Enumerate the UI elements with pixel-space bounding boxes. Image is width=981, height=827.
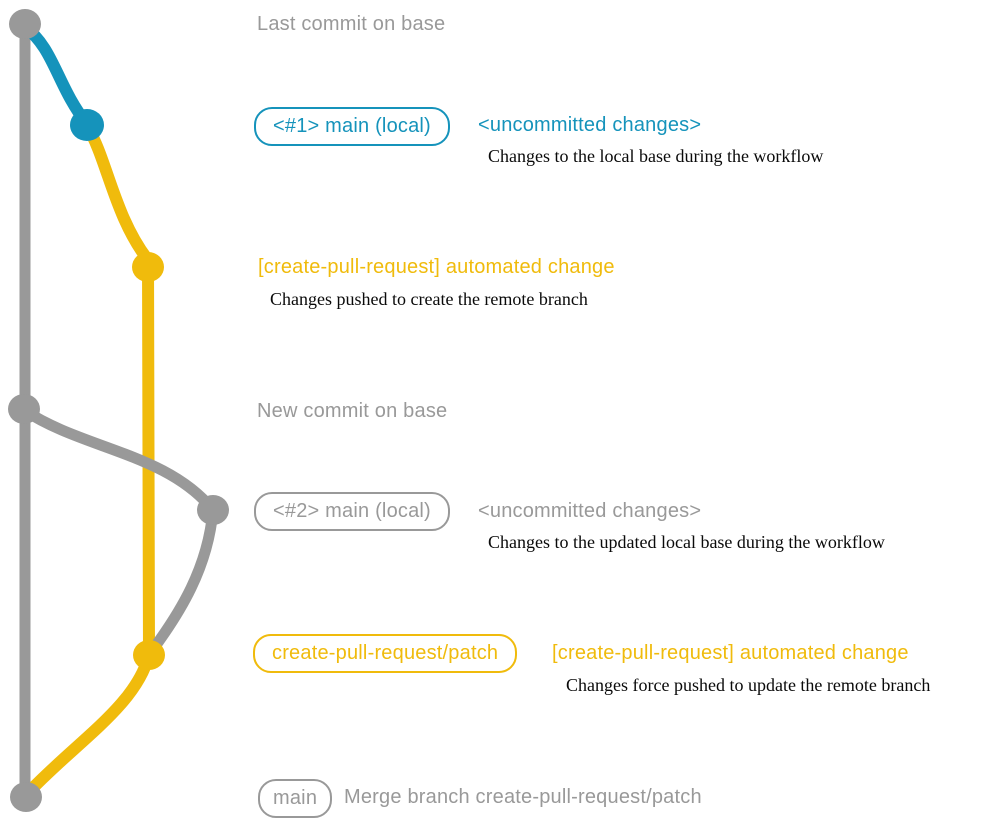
automated-change-1-heading: [create-pull-request] automated change — [258, 256, 615, 278]
commit-dot-uncommitted-2 — [197, 495, 229, 525]
commit-dot-merge — [10, 782, 42, 812]
badge-patch-branch: create-pull-request/patch — [253, 634, 518, 673]
commit-dot-new-base — [8, 394, 40, 424]
new-commit-title: New commit on base — [257, 400, 448, 422]
badge-main-local-1: <#1> main (local) — [254, 107, 450, 146]
commit-dot-automated-2 — [133, 640, 165, 670]
automated-change-1-description: Changes pushed to create the remote bran… — [270, 289, 588, 309]
automated-change-2-heading: [create-pull-request] automated change — [552, 642, 909, 664]
uncommitted-changes-1-description: Changes to the local base during the wor… — [488, 146, 824, 166]
uncommitted-changes-1-line — [19, 21, 93, 130]
badge-main-local-2: <#2> main (local) — [254, 492, 450, 531]
commit-dot-uncommitted-1 — [70, 109, 104, 141]
uncommitted-changes-2-heading: <uncommitted changes> — [478, 500, 702, 522]
badge-main: main — [258, 779, 333, 818]
last-commit-title: Last commit on base — [257, 13, 446, 35]
commit-dot-last-base — [9, 9, 41, 39]
commit-dot-automated-1 — [132, 252, 164, 282]
uncommitted-changes-2-description: Changes to the updated local base during… — [488, 532, 885, 552]
uncommitted-changes-1-heading: <uncommitted changes> — [478, 114, 702, 136]
automated-change-2-description: Changes force pushed to update the remot… — [566, 675, 931, 695]
uncommitted-changes-2-line — [18, 404, 219, 658]
merge-title: Merge branch create-pull-request/patch — [344, 786, 702, 808]
